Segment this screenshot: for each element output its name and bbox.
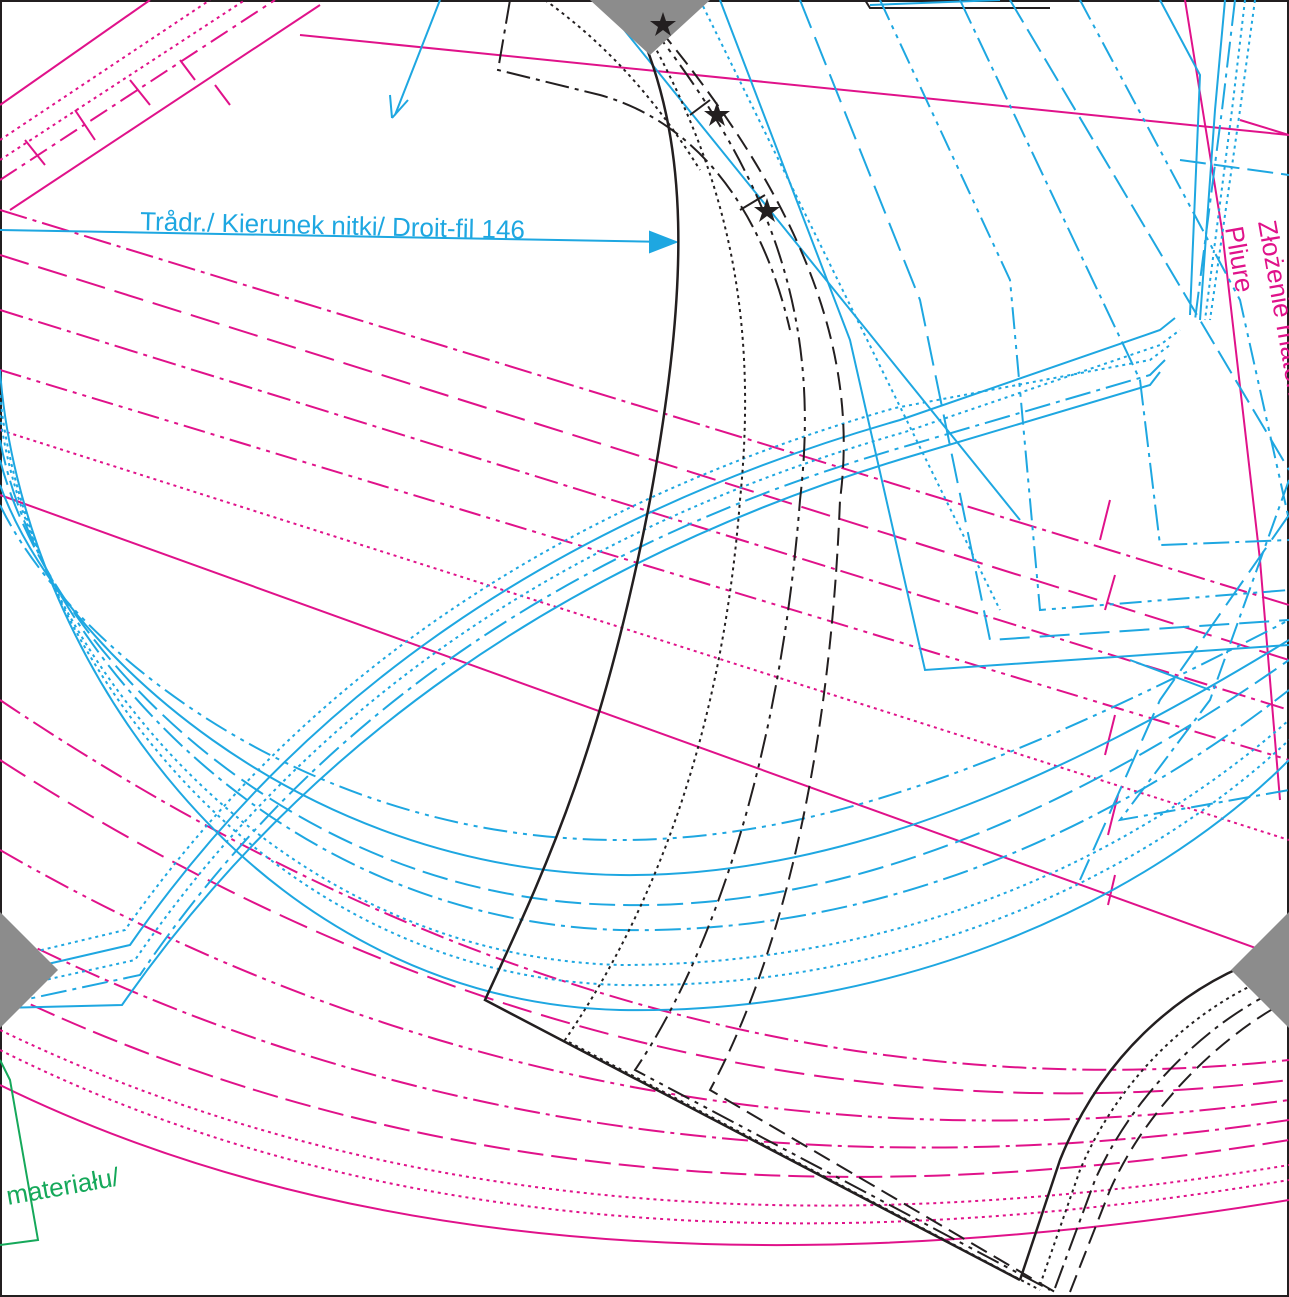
diamond-marker [0,912,58,1028]
pink-topleft-line-4 [0,0,276,181]
pink-topleft-ticks [24,59,231,166]
blue-right-band-1 [1159,0,1202,316]
pink-bottom-curve-4 [0,989,1289,1178]
blue-panel-1 [719,0,1289,672]
blue-arc-3 [0,414,1289,967]
black-piece-dashdot [633,24,1051,1291]
pink-bottom-curve-6 [0,849,1289,1122]
blue-arc-7 [0,504,1289,842]
registration-markers [0,0,1289,1028]
blue-hem-3 [1079,514,1289,881]
pink-diagonal-5 [0,429,1289,841]
pink-top-diagonal [299,34,1289,136]
pink-diagonal-2 [0,254,1289,661]
black-shoulder-dotted [544,0,701,171]
blue-hem-2 [1117,479,1289,822]
pink-bottom-curve-7 [0,759,1289,1095]
pink-bottom-curve-1 [0,1084,1289,1247]
fold-label-polish: Złożenie materiału/ [1252,218,1289,440]
pink-bottom-curve-5 [0,929,1289,1149]
blue-panel-5 [1009,0,1289,471]
black-top-corner [864,0,1050,9]
star-icon [650,12,676,36]
blue-panel-7 [1179,159,1289,176]
pink-bottom-curve-8 [0,699,1289,1071]
black-notches [689,99,766,211]
blue-band-3 [0,344,1171,961]
blue-top-short [869,0,1001,6]
blue-pattern-group [0,0,1289,1012]
blue-arc-5 [0,459,1289,907]
green-piece-outline [0,1059,40,1246]
black-piece-dotted [563,19,1041,1291]
pink-pattern-group [0,0,1289,1247]
blue-panel-6 [1079,0,1289,521]
diamond-marker [1231,912,1289,1028]
pink-diagonal-4 [0,369,1289,761]
pink-right-tick [1239,119,1289,136]
black-corner-dashdot [1054,984,1289,1289]
star-icon [704,102,730,126]
pink-topleft-line-5 [9,4,321,211]
blue-arc-4 [0,439,1289,932]
black-pattern-group [483,0,1289,1296]
pink-diagonal-3 [0,309,1289,711]
pink-diagonal-1 [0,209,1289,606]
black-piece-outline [483,19,1021,1282]
pink-fold-line [1184,0,1281,801]
pink-bottom-curve-3 [0,1029,1289,1207]
material-label: materiału/ [4,1161,122,1211]
arrow-icon [649,230,679,254]
arrow-icon [389,94,409,119]
blue-panel-3 [879,0,1289,612]
blue-panel-4 [959,0,1289,547]
pink-diagonal-6 [0,494,1289,961]
black-corner-dotted [1039,969,1289,1286]
blue-arc-2 [0,394,1289,987]
blue-hem-1 [1129,659,1211,691]
blue-panel-2 [799,0,1289,642]
pink-topleft-line-1 [0,0,151,106]
blue-arrow-stem [394,0,441,116]
black-piece-dashed [659,29,1061,1296]
blue-shoulder-line-1 [599,0,1021,521]
pink-topleft-line-2 [0,0,211,141]
diamond-marker [590,0,710,55]
blue-right-band-2 [1199,0,1226,321]
black-corner-dashed [1069,999,1289,1293]
black-shoulder-dashdot [496,0,791,331]
blue-right-band-3 [1209,0,1256,321]
blue-band-5 [0,371,1161,1009]
blue-band-1 [0,317,1176,976]
grainline-label: Trådr./ Kierunek nitki/ Droit-fil 146 [140,206,525,245]
blue-band-4 [0,359,1166,1006]
star-notches [650,12,780,222]
fold-label-french: Pliure [1219,224,1260,295]
blue-arc-6 [0,484,1289,877]
star-icon [754,198,780,222]
blue-arc-1 [0,369,1289,1012]
grainline-line [0,229,671,243]
blue-shoulder-line-2 [699,0,1001,611]
blue-right-band-4 [1204,0,1246,321]
pink-hem-marks [1099,499,1119,906]
